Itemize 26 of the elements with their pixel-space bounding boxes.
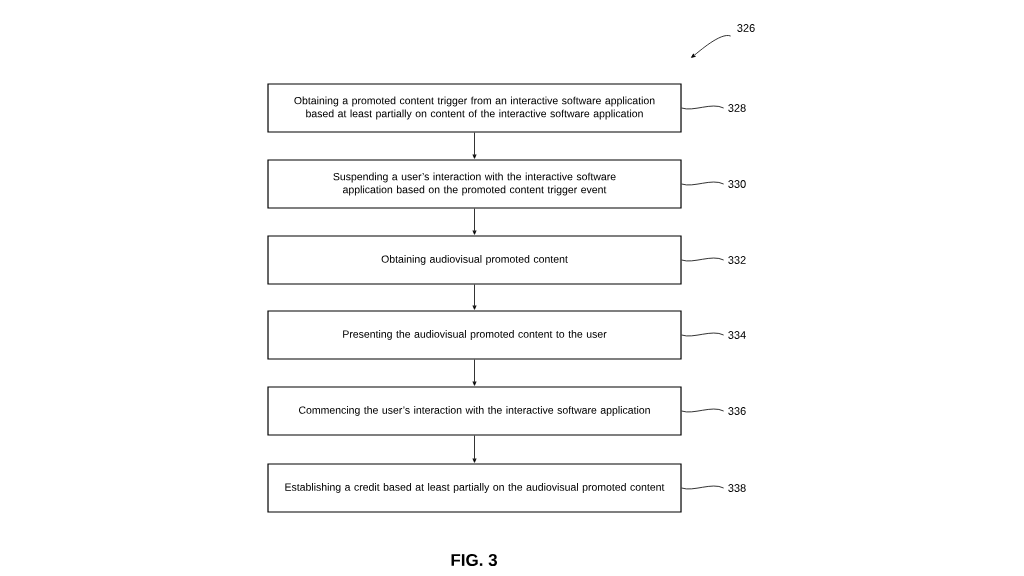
process-box: Suspending a user’s interaction with the interactive software application based on the promoted content trigger event xyxy=(267,159,682,209)
arrow xyxy=(472,284,477,310)
reference-numeral: 328 xyxy=(728,104,746,112)
reference-numeral: 330 xyxy=(728,180,746,188)
leader-line xyxy=(681,485,725,490)
reference-numeral: 332 xyxy=(728,256,746,264)
reference-arrow xyxy=(691,35,732,58)
arrow xyxy=(472,132,477,159)
leader-line xyxy=(681,181,725,186)
arrow xyxy=(472,359,477,386)
process-box: Obtaining audiovisual promoted content xyxy=(267,235,682,285)
leader-line xyxy=(681,332,725,337)
leader-line xyxy=(681,257,725,262)
process-box: Commencing the user’s interaction with the interactive software application xyxy=(267,386,682,436)
reference-numeral: 338 xyxy=(728,484,746,492)
leader-line xyxy=(681,105,725,110)
figure-label: FIG. 3 xyxy=(451,553,497,567)
arrow xyxy=(472,208,477,235)
reference-numeral: 334 xyxy=(728,331,746,339)
process-box: Obtaining a promoted content trigger from an interactive software application based at least partially on content of the interactive software application xyxy=(267,83,682,133)
process-box: Presenting the audiovisual promoted content to the user xyxy=(267,310,682,360)
arrow xyxy=(472,435,477,463)
reference-numeral: 326 xyxy=(737,24,755,32)
leader-line xyxy=(681,408,725,413)
process-box: Establishing a credit based at least partially on the audiovisual promoted content xyxy=(267,463,682,513)
reference-numeral: 336 xyxy=(728,407,746,415)
